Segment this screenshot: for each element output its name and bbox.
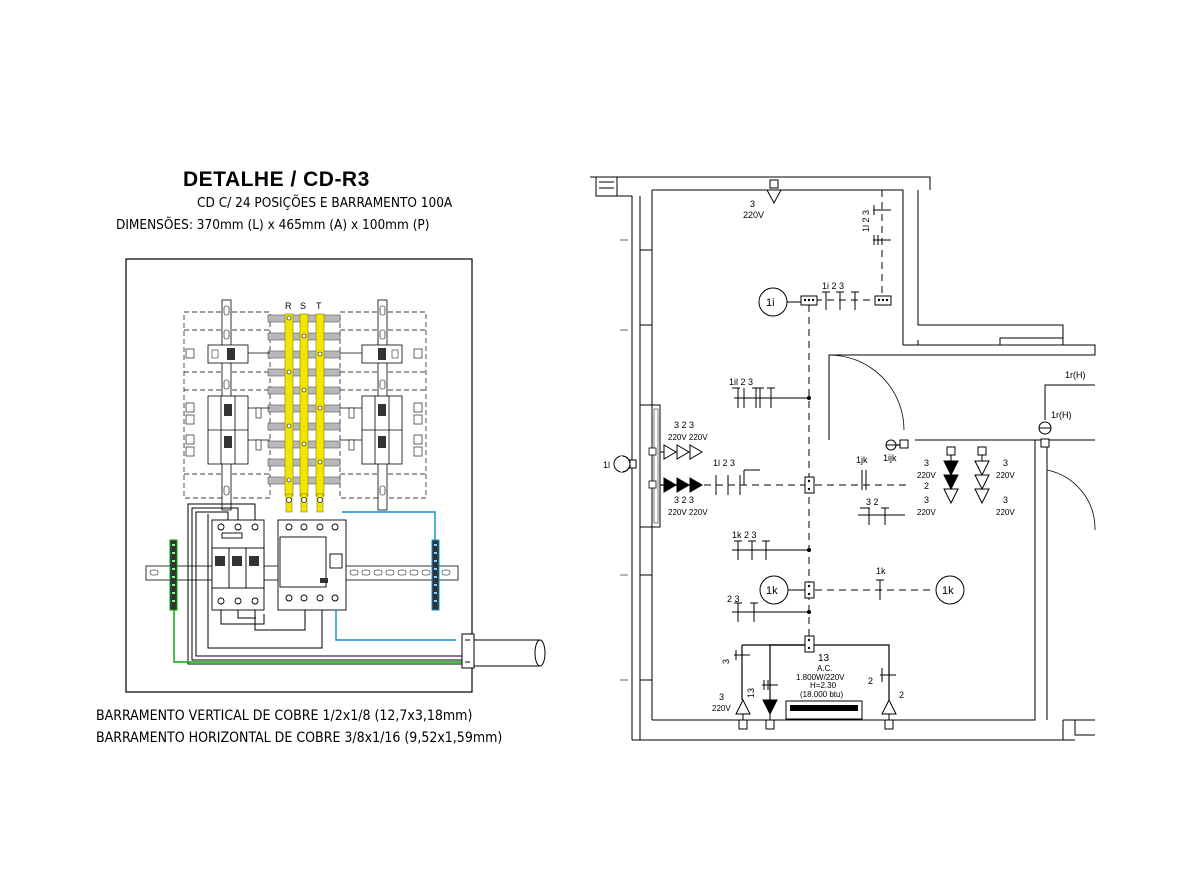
phase-label-r: R xyxy=(285,301,292,311)
conduit-entry xyxy=(461,633,546,669)
wire-label-1i23: 1i 2 3 xyxy=(822,281,844,291)
svg-text:3: 3 xyxy=(924,495,929,505)
ceiling-lights xyxy=(758,287,965,605)
svg-text:(18.000 btu): (18.000 btu) xyxy=(800,690,843,699)
svg-text:3 2: 3 2 xyxy=(866,497,879,507)
note-vertical-busbar: BARRAMENTO VERTICAL DE COBRE 1/2x1/8 (12… xyxy=(96,708,473,724)
residual-current-device xyxy=(277,519,347,611)
svg-text:3 2 3: 3 2 3 xyxy=(674,495,694,505)
svg-text:3: 3 xyxy=(1003,495,1008,505)
svg-text:1.800W/220V: 1.800W/220V xyxy=(796,673,845,682)
note-horizontal-busbar: BARRAMENTO HORIZONTAL DE COBRE 3/8x1/16 … xyxy=(96,730,503,746)
ground-wire xyxy=(173,610,462,663)
svg-text:A.C.: A.C. xyxy=(817,664,833,673)
svg-text:3: 3 xyxy=(750,199,755,209)
air-conditioner-unit xyxy=(785,700,863,720)
svg-text:1l 2 3: 1l 2 3 xyxy=(713,458,735,468)
neutral-wire xyxy=(335,610,456,641)
svg-text:2: 2 xyxy=(924,481,929,491)
panel-dimensions: DIMENSÕES: 370mm (L) x 465mm (A) x 100mm… xyxy=(116,217,430,233)
svg-text:220V: 220V xyxy=(917,508,936,517)
svg-text:1l: 1l xyxy=(603,460,610,470)
svg-text:1k: 1k xyxy=(876,566,886,576)
svg-text:2: 2 xyxy=(899,690,904,700)
panel-subtitle: CD C/ 24 POSIÇÕES E BARRAMENTO 100A xyxy=(197,195,453,211)
svg-text:H=2.30: H=2.30 xyxy=(810,681,837,690)
svg-text:220V 220V: 220V 220V xyxy=(668,433,708,442)
junction-boxes xyxy=(769,179,892,653)
panel-title: DETALHE / CD-R3 xyxy=(183,168,370,191)
svg-text:2: 2 xyxy=(868,676,873,686)
svg-text:1k 2 3: 1k 2 3 xyxy=(732,530,757,540)
outlet-top xyxy=(766,189,782,205)
lamp-label-1k-left: 1k xyxy=(766,585,778,597)
svg-text:1jk: 1jk xyxy=(856,455,868,465)
svg-text:1r(H): 1r(H) xyxy=(1051,410,1072,420)
svg-text:1ijk: 1ijk xyxy=(883,453,897,463)
svg-text:3: 3 xyxy=(1003,458,1008,468)
svg-text:220V 220V: 220V 220V xyxy=(668,508,708,517)
walls xyxy=(590,176,1096,741)
svg-text:3 2 3: 3 2 3 xyxy=(674,420,694,430)
wire-label-vert: 1l 2 3 xyxy=(861,210,871,232)
lamp-label-1k-right: 1k xyxy=(942,585,954,597)
svg-text:3: 3 xyxy=(721,659,731,664)
svg-text:220V: 220V xyxy=(917,471,936,480)
door-swing xyxy=(828,354,905,431)
svg-text:220V: 220V xyxy=(743,210,764,220)
outlets-left-top xyxy=(663,444,703,460)
panel-enclosure xyxy=(125,258,473,693)
svg-text:3: 3 xyxy=(719,692,724,702)
svg-text:220V: 220V xyxy=(996,508,1015,517)
conduits xyxy=(680,190,935,640)
outlets-bottom xyxy=(735,698,897,720)
outlets-right-b xyxy=(974,460,990,505)
svg-text:220V: 220V xyxy=(712,704,731,713)
phase-label-t: T xyxy=(316,301,322,311)
wire-label-1il: 1il 2 3 xyxy=(729,377,753,387)
outlets-right-a xyxy=(943,450,959,505)
ac-circuit: 13 xyxy=(818,653,830,664)
svg-text:220V: 220V xyxy=(996,471,1015,480)
svg-text:13: 13 xyxy=(746,688,756,698)
black-wiring xyxy=(187,503,462,665)
svg-text:2 3: 2 3 xyxy=(727,594,740,604)
svg-text:3: 3 xyxy=(924,458,929,468)
outlets-left-bottom xyxy=(663,477,703,493)
lamp-label-1i: 1i xyxy=(766,297,775,309)
svg-text:1r(H): 1r(H) xyxy=(1065,370,1086,380)
phase-label-s: S xyxy=(300,301,306,311)
